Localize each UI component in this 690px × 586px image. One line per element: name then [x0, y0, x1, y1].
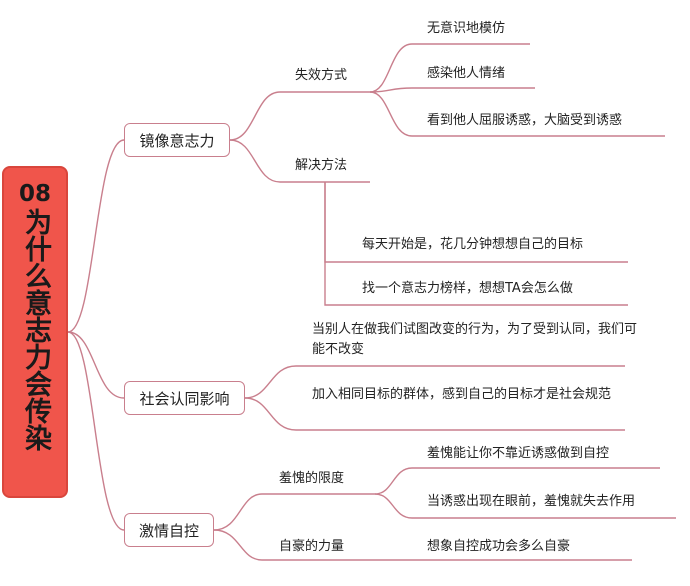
subtopic-solutions: 解决方法 [295, 158, 348, 173]
leaf-shame-fails: 当诱惑出现在眼前，羞愧就失去作用 [427, 494, 636, 509]
root-number: 08 [18, 181, 51, 207]
branch-social-proof: 社会认同影响 [124, 381, 245, 415]
subtopic-failure-modes: 失效方式 [295, 68, 348, 83]
leaf-daily-goal-reflection: 每天开始是，花几分钟想想自己的目标 [362, 237, 584, 252]
root-topic: 08 为什么意志力会传染 [2, 166, 68, 498]
subtopic-limits-of-shame: 羞愧的限度 [279, 471, 345, 486]
connector-failure-2 [369, 87, 535, 93]
subtopic-power-of-pride: 自豪的力量 [279, 539, 345, 554]
connector-social-1 [244, 365, 625, 399]
root-title: 为什么意志力会传染 [20, 208, 51, 451]
leaf-imagine-pride: 想象自控成功会多么自豪 [427, 539, 571, 554]
connector-passion-shame [213, 493, 375, 531]
leaf-emotion-contagion: 感染他人情绪 [427, 66, 506, 81]
connector-failure-1 [369, 43, 530, 93]
branch-passion-self-control: 激情自控 [124, 513, 214, 547]
leaf-shame-avoid-temptation: 羞愧能让你不靠近诱惑做到自控 [427, 446, 610, 461]
leaf-seeing-others-yield: 看到他人屈服诱惑，大脑受到诱惑 [427, 113, 623, 128]
connector-mirror-solution [229, 139, 370, 183]
leaf-role-model: 找一个意志力榜样，想想TA会怎么做 [362, 281, 573, 296]
connector-root-passion [67, 331, 125, 531]
connector-social-2 [244, 397, 625, 431]
branch-mirror-willpower: 镜像意志力 [124, 123, 230, 157]
leaf-unconscious-imitation: 无意识地模仿 [427, 21, 506, 36]
leaf-social-conformity: 当别人在做我们试图改变的行为，为了受到认同，我们可能不改变 [312, 322, 638, 357]
connector-root-mirror [67, 139, 125, 333]
connector-root-social [67, 331, 125, 399]
connector-shame-1 [374, 467, 660, 495]
connector-solution-2 [324, 182, 628, 306]
connector-failure-3 [369, 91, 665, 137]
connector-passion-pride [213, 529, 375, 561]
connector-mirror-failure [229, 91, 370, 141]
leaf-join-goal-group: 加入相同目标的群体，感到自己的目标才是社会规范 [312, 387, 612, 402]
connector-shame-2 [374, 493, 676, 519]
